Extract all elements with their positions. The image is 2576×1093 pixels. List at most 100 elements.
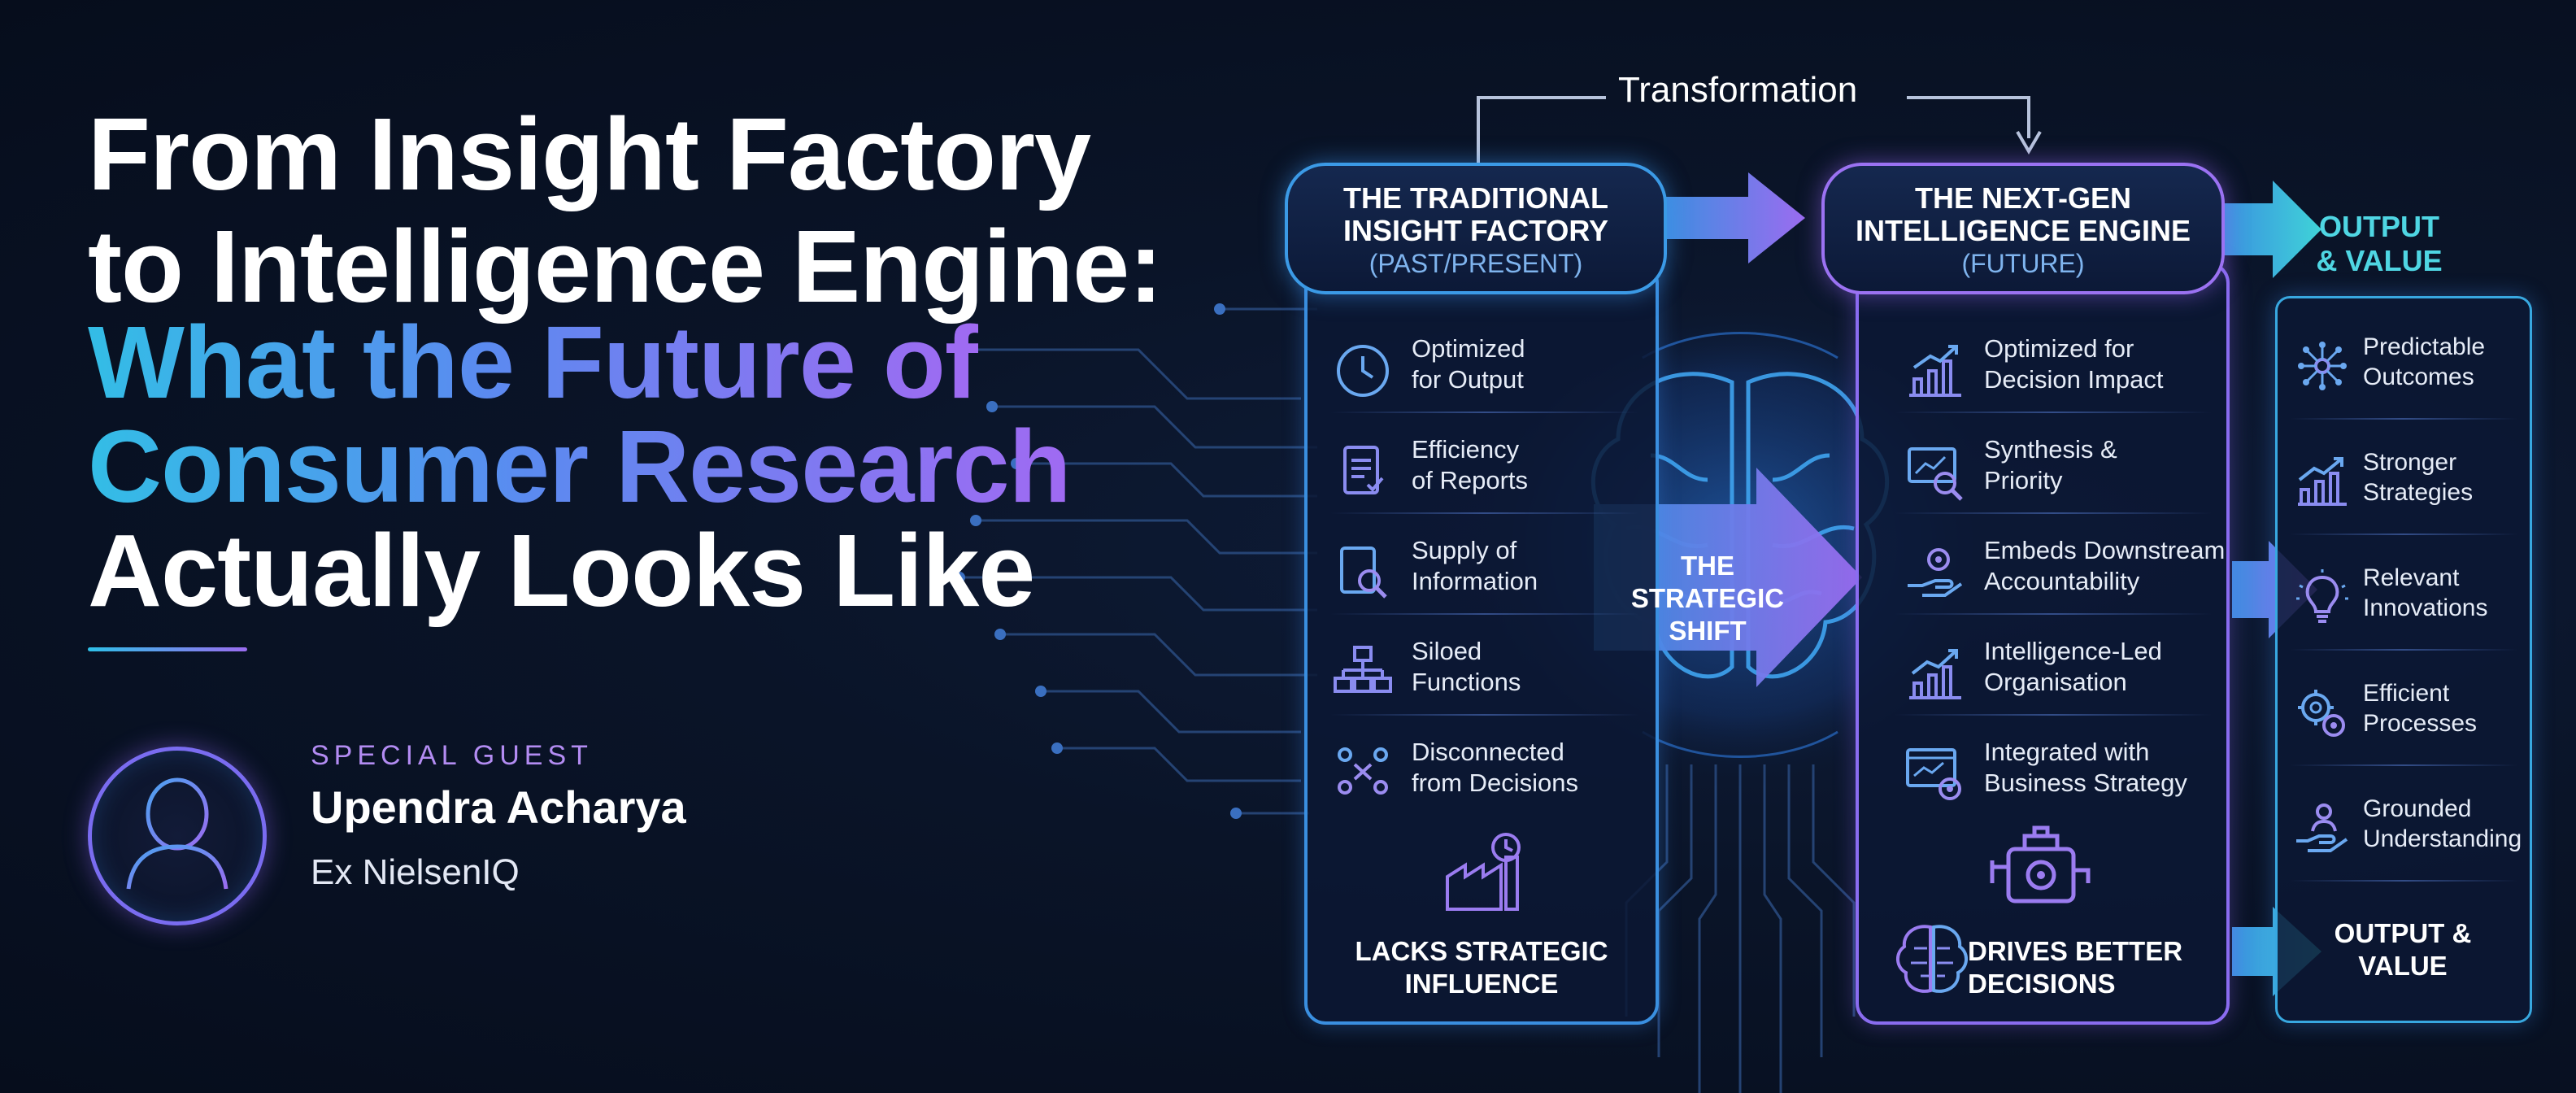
- transformation-label: Transformation: [1618, 70, 1858, 110]
- nextgen-subheading: (FUTURE): [1961, 249, 2085, 278]
- item-line-2: Outcomes: [2363, 364, 2474, 390]
- circuit-nodes-left: [954, 303, 1242, 819]
- item-line-1: Efficiency: [1412, 435, 1520, 464]
- guest-title: Ex NielsenIQ: [311, 852, 520, 892]
- circuit-traces-left: [959, 307, 1317, 815]
- item-line-1: Optimized for: [1984, 334, 2134, 363]
- nextgen-heading-1: THE NEXT-GEN: [1914, 181, 2132, 215]
- traditional-header: THE TRADITIONAL INSIGHT FACTORY (PAST/PR…: [1285, 163, 1667, 294]
- disconnected-people-icon: [1338, 747, 1388, 795]
- shift-label-1: THE: [1681, 551, 1734, 581]
- item-line-1: Predictable: [2363, 333, 2486, 360]
- document-search-icon: [1340, 546, 1387, 599]
- divider: [1895, 714, 2212, 716]
- special-guest-label: SPECIAL GUEST: [311, 740, 593, 771]
- item-line-1: Embeds Downstream: [1984, 536, 2226, 564]
- traditional-footer: LACKS STRATEGIC INFLUENCE: [1309, 935, 1654, 1000]
- clock-icon: [1337, 345, 1389, 397]
- item-line-2: Information: [1412, 567, 1538, 595]
- divider: [1330, 714, 1639, 716]
- item-line-1: Stronger: [2363, 449, 2457, 476]
- lightbulb-icon: [2296, 569, 2348, 623]
- traditional-heading-2: INSIGHT FACTORY: [1342, 214, 1609, 247]
- item-line-2: Understanding: [2363, 825, 2522, 852]
- output-panel: [2275, 296, 2532, 1023]
- divider: [1330, 613, 1639, 615]
- item-line-2: Business Strategy: [1984, 769, 2187, 797]
- hero-title-line-3: What the Future of: [88, 305, 979, 420]
- divider: [1330, 412, 1639, 413]
- item-line-1: Disconnected: [1412, 738, 1564, 766]
- item-line-2: Functions: [1412, 668, 1521, 696]
- avatar: [88, 747, 267, 925]
- item-line-1: Synthesis &: [1984, 435, 2117, 464]
- item-line-1: Optimized: [1412, 334, 1525, 363]
- arrow-traditional-to-nextgen: [1659, 172, 1805, 263]
- divider: [2290, 533, 2517, 535]
- traditional-subheading: (PAST/PRESENT): [1368, 249, 1583, 278]
- strategic-shift-label: THE STRATEGIC SHIFT: [1626, 550, 1789, 647]
- divider: [1330, 512, 1639, 514]
- item-line-1: Intelligence-Led: [1984, 637, 2162, 665]
- circuit-traces-bottom: [1625, 764, 1856, 1093]
- item-line-2: Innovations: [2363, 594, 2488, 621]
- nextgen-heading-2: INTELLIGENCE ENGINE: [1855, 214, 2191, 247]
- item-line-1: Supply of: [1412, 536, 1517, 564]
- arrow-nextgen-to-output: [2220, 181, 2321, 278]
- divider: [1895, 613, 2212, 615]
- arrow-into-outputs: [2232, 541, 2317, 638]
- hero-underline: [88, 647, 247, 651]
- output-heading-2: & VALUE: [2316, 244, 2443, 277]
- engine-icon: [1990, 825, 2091, 904]
- bar-chart-up-icon: [1909, 345, 1961, 397]
- item-line-1: Efficient: [2363, 680, 2450, 707]
- magnify-chart-icon: [1908, 447, 1963, 501]
- item-line-1: Relevant: [2363, 564, 2460, 591]
- person-hand-icon: [2296, 803, 2348, 852]
- item-line-2: for Output: [1412, 365, 1524, 394]
- output-heading: OUTPUT & VALUE: [2298, 210, 2461, 278]
- traditional-panel: [1304, 262, 1659, 1025]
- item-line-2: Priority: [1984, 466, 2063, 494]
- report-icon: [1343, 446, 1384, 494]
- item-line-1: Grounded: [2363, 795, 2472, 822]
- gears-icon: [2298, 690, 2345, 737]
- transformation-arrowhead: [2016, 130, 2042, 155]
- output-footer-2: VALUE: [2358, 951, 2448, 981]
- divider: [2290, 649, 2517, 651]
- item-line-2: Accountability: [1984, 567, 2140, 595]
- shift-label-3: SHIFT: [1669, 616, 1747, 646]
- nextgen-footer-1: DRIVES BETTER: [1968, 936, 2183, 966]
- item-line-2: Decision Impact: [1984, 365, 2164, 394]
- nextgen-footer-2: DECISIONS: [1968, 969, 2116, 999]
- growth-chart-icon: [1909, 649, 1961, 699]
- transformation-bracket: [1477, 96, 2030, 163]
- shift-label-2: STRATEGIC: [1630, 583, 1785, 613]
- traditional-footer-1: LACKS STRATEGIC: [1355, 936, 1608, 966]
- hero-title-line-2: to Intelligence Engine:: [88, 209, 1163, 324]
- output-heading-1: OUTPUT: [2319, 210, 2439, 243]
- traditional-footer-2: INFLUENCE: [1404, 969, 1559, 999]
- guest-name: Upendra Acharya: [311, 782, 686, 833]
- brain-circuit-icon: [1896, 925, 1968, 993]
- hero-title-line-1: From Insight Factory: [88, 97, 1091, 211]
- item-line-2: of Reports: [1412, 466, 1529, 494]
- factory-icon: [1446, 833, 1521, 911]
- item-line-1: Siloed: [1412, 637, 1482, 665]
- item-line-2: from Decisions: [1412, 769, 1578, 797]
- divider: [2290, 764, 2517, 766]
- output-footer-1: OUTPUT &: [2334, 918, 2472, 948]
- traditional-heading-1: THE TRADITIONAL: [1343, 181, 1608, 215]
